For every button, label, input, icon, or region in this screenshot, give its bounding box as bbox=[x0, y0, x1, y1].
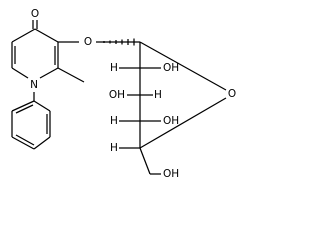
bond-c5-ch2 bbox=[139, 147, 151, 175]
bond-c5-c4 bbox=[11, 28, 36, 43]
bond-methyl bbox=[57, 67, 85, 83]
ring-oxygen-label: O bbox=[228, 88, 236, 100]
ring-nitrogen-label: N bbox=[30, 79, 38, 91]
bond-ph-4-double bbox=[15, 134, 35, 146]
bond-c1-ring-o bbox=[139, 41, 227, 91]
h-c2-label: H bbox=[110, 62, 118, 74]
oh-c3-label: OH bbox=[109, 89, 125, 101]
bond-n-c6 bbox=[11, 67, 29, 79]
h-c4-label: H bbox=[110, 115, 118, 127]
oh-ch2-label: OH bbox=[163, 168, 179, 180]
bond-ph-4 bbox=[11, 136, 35, 150]
h-c5-label: H bbox=[110, 142, 118, 154]
bond-c4-c3 bbox=[34, 28, 59, 43]
bond-ph-3 bbox=[33, 136, 51, 150]
bond-ph-6 bbox=[11, 100, 35, 112]
bond-c2-n bbox=[39, 67, 59, 79]
bond-ring-o-c5 bbox=[139, 97, 227, 149]
ether-oxygen-label: O bbox=[84, 36, 92, 48]
h-c3-label: H bbox=[154, 89, 162, 101]
oh-c4-label: OH bbox=[163, 115, 179, 127]
sugar-chain bbox=[96, 38, 227, 175]
bond-ph-6-double bbox=[15, 104, 34, 114]
oh-c2-label: OH bbox=[163, 62, 179, 74]
carbonyl-oxygen-label: O bbox=[31, 8, 39, 20]
molecule-svg: O N O H OH OH H H OH O H OH bbox=[11, 8, 236, 180]
pyridinone-ring bbox=[11, 20, 85, 83]
structure-diagram: O N O H OH OH H H OH O H OH bbox=[11, 8, 237, 180]
phenyl-ring bbox=[11, 92, 51, 150]
bond-ph-1 bbox=[33, 100, 51, 112]
